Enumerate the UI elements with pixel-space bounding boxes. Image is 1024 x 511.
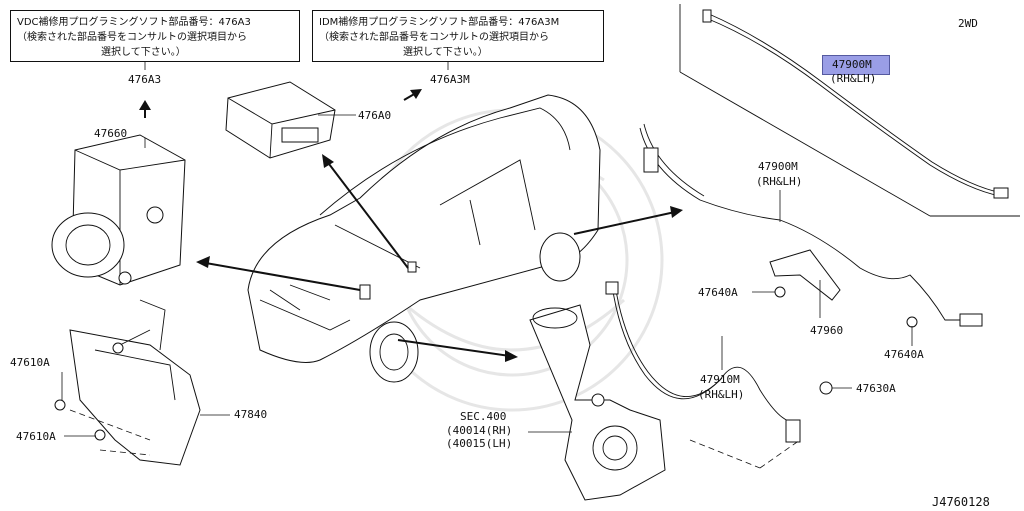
- label-476a3[interactable]: 476A3: [128, 73, 162, 86]
- vdc-note-line2: （検索された部品番号をコンサルトの選択項目から: [17, 32, 247, 43]
- label-476a3m[interactable]: 476A3M: [430, 73, 470, 86]
- vdc-note-line1: VDC補修用プログラミングソフト部品番号：476A3: [17, 17, 251, 28]
- steering-knuckle-drawing: [529, 304, 666, 501]
- vdc-actuator-drawing: [51, 134, 186, 286]
- front-sensor-drawing: [605, 281, 833, 443]
- vdc-note-line3: 選択して下さい。）: [101, 47, 186, 58]
- idm-note-box: IDM補修用プログラミングソフト部品番号：476A3M （検索された部品番号をコ…: [312, 10, 604, 62]
- control-module-drawing: [225, 81, 336, 159]
- diagram-id-label: J4760128: [932, 495, 990, 509]
- reference-arrows: [139, 89, 683, 362]
- leader-lines: [61, 62, 913, 469]
- label-47900m-highlighted[interactable]: 47900M: [832, 58, 872, 71]
- label-47630a[interactable]: 47630A: [856, 382, 896, 395]
- label-47910m-side: (RH&LH): [698, 388, 745, 401]
- label-47660[interactable]: 47660: [94, 127, 128, 140]
- label-47840[interactable]: 47840: [234, 408, 268, 421]
- label-47610a-top[interactable]: 47610A: [10, 356, 50, 369]
- vehicle-outline: [247, 94, 601, 383]
- rear-sensor-drawing: [639, 123, 983, 328]
- label-40015-lh[interactable]: (40015(LH): [446, 437, 513, 450]
- idm-note-line1: IDM補修用プログラミングソフト部品番号：476A3M: [319, 17, 560, 28]
- idm-note-line3: 選択して下さい。）: [403, 47, 488, 58]
- label-47960[interactable]: 47960: [810, 324, 844, 337]
- label-476a0[interactable]: 476A0: [358, 109, 392, 122]
- label-47900m-highlighted-side: (RH&LH): [830, 72, 877, 85]
- rear-sensor-panel: [679, 4, 1020, 217]
- label-47640a-right[interactable]: 47640A: [884, 348, 924, 361]
- idm-note-line2: （検索された部品番号をコンサルトの選択項目から: [319, 32, 549, 43]
- label-40014-rh[interactable]: (40014(RH): [446, 424, 513, 437]
- label-47900m[interactable]: 47900M: [758, 160, 798, 173]
- highlighted-part-marker: [822, 55, 890, 75]
- label-sec-400[interactable]: SEC.400: [460, 410, 507, 423]
- label-47910m[interactable]: 47910M: [700, 373, 740, 386]
- bracket-drawing: [54, 299, 201, 466]
- label-47610a-bottom[interactable]: 47610A: [16, 430, 56, 443]
- label-47640a-left[interactable]: 47640A: [698, 286, 738, 299]
- drive-type-label: 2WD: [958, 17, 978, 30]
- label-47900m-side: (RH&LH): [756, 175, 803, 188]
- vdc-note-box: VDC補修用プログラミングソフト部品番号：476A3 （検索された部品番号をコン…: [10, 10, 300, 62]
